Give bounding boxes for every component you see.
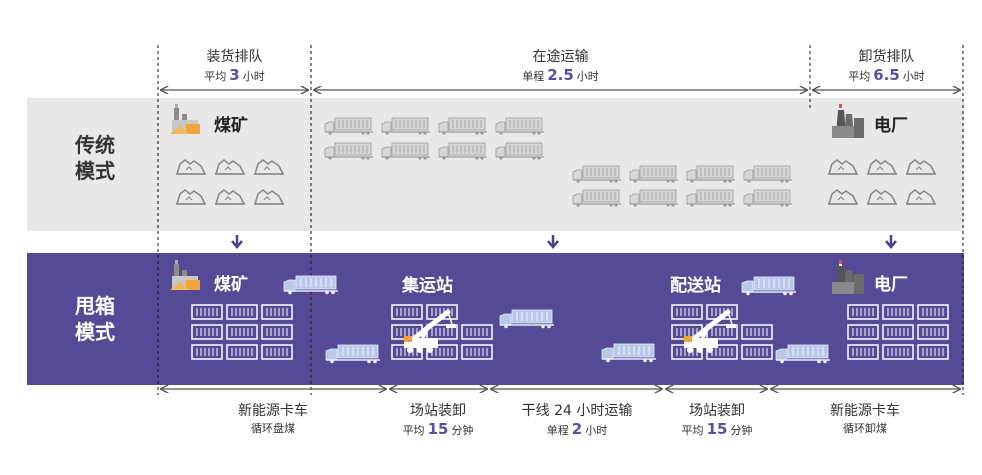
traditional-label: 传统模式	[75, 133, 115, 183]
phase-title: 卸货排队	[858, 49, 915, 65]
power-plant-icon	[832, 260, 864, 294]
containers-plant	[847, 304, 949, 360]
containers-deliver	[671, 304, 773, 360]
arrow-down-icon	[230, 233, 244, 249]
arrow-down-icon	[546, 233, 560, 249]
truck-queue-bottom	[572, 165, 793, 208]
mine-icon	[170, 104, 200, 134]
containers-collect	[391, 304, 493, 360]
collect-station-label: 集运站	[402, 276, 453, 296]
power-plant-icon	[832, 104, 864, 138]
swap-plant-label: 电厂	[874, 275, 908, 295]
truck-queue-top	[324, 117, 545, 161]
phase-dividers	[157, 45, 964, 395]
swap-label: 甩箱模式	[75, 294, 115, 344]
coal-piles-plant	[827, 159, 937, 205]
coal-piles-mine	[175, 159, 285, 205]
footer-truck-unload: 新能源卡车 循环卸煤	[830, 403, 900, 435]
deliver-station-label: 配送站	[670, 276, 721, 296]
swap-mine-label: 煤矿	[214, 275, 248, 295]
phase-title: 装货排队	[206, 49, 263, 65]
traditional-mine-label: 煤矿	[214, 116, 248, 136]
traditional-plant-label: 电厂	[874, 116, 908, 136]
footer-truck-loop: 新能源卡车 循环盘煤	[238, 403, 308, 435]
phase-title: 在途运输	[532, 49, 589, 65]
containers-mine	[191, 304, 293, 360]
arrow-down-icon	[884, 233, 898, 249]
mine-icon	[170, 260, 200, 290]
